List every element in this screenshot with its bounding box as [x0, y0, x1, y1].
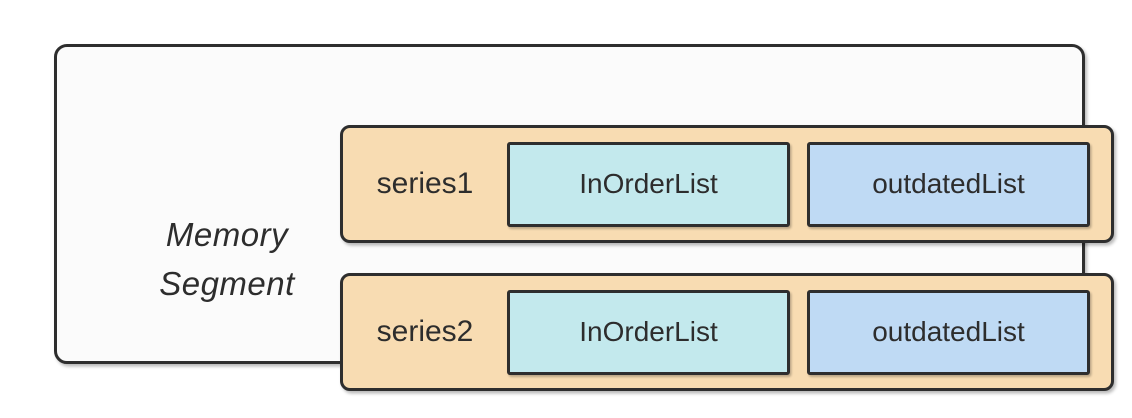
series1-row: series1 InOrderList outdatedList	[340, 125, 1114, 243]
series1-label: series1	[376, 167, 474, 200]
series1-inorder-list-box: InOrderList	[507, 141, 790, 227]
series2-inorder-list-box: InOrderList	[507, 289, 790, 375]
series2-inorder-list-label: InOrderList	[579, 316, 718, 347]
series2-label: series2	[376, 315, 474, 348]
series1-inorder-list-label: InOrderList	[579, 168, 718, 199]
memory-segment-title: Memory Segment	[116, 210, 338, 308]
memory-segment-title-line2: Segment	[159, 265, 295, 302]
series1-outdated-list-box: outdatedList	[807, 141, 1090, 227]
series1-outdated-list-label: outdatedList	[872, 168, 1025, 199]
memory-segment-panel: Memory Segment series1 InOrderList outda…	[54, 44, 1114, 391]
series2-row: series2 InOrderList outdatedList	[340, 273, 1114, 391]
series2-outdated-list-label: outdatedList	[872, 316, 1025, 347]
memory-segment-title-line1: Memory	[165, 216, 289, 253]
series2-outdated-list-box: outdatedList	[807, 289, 1090, 375]
